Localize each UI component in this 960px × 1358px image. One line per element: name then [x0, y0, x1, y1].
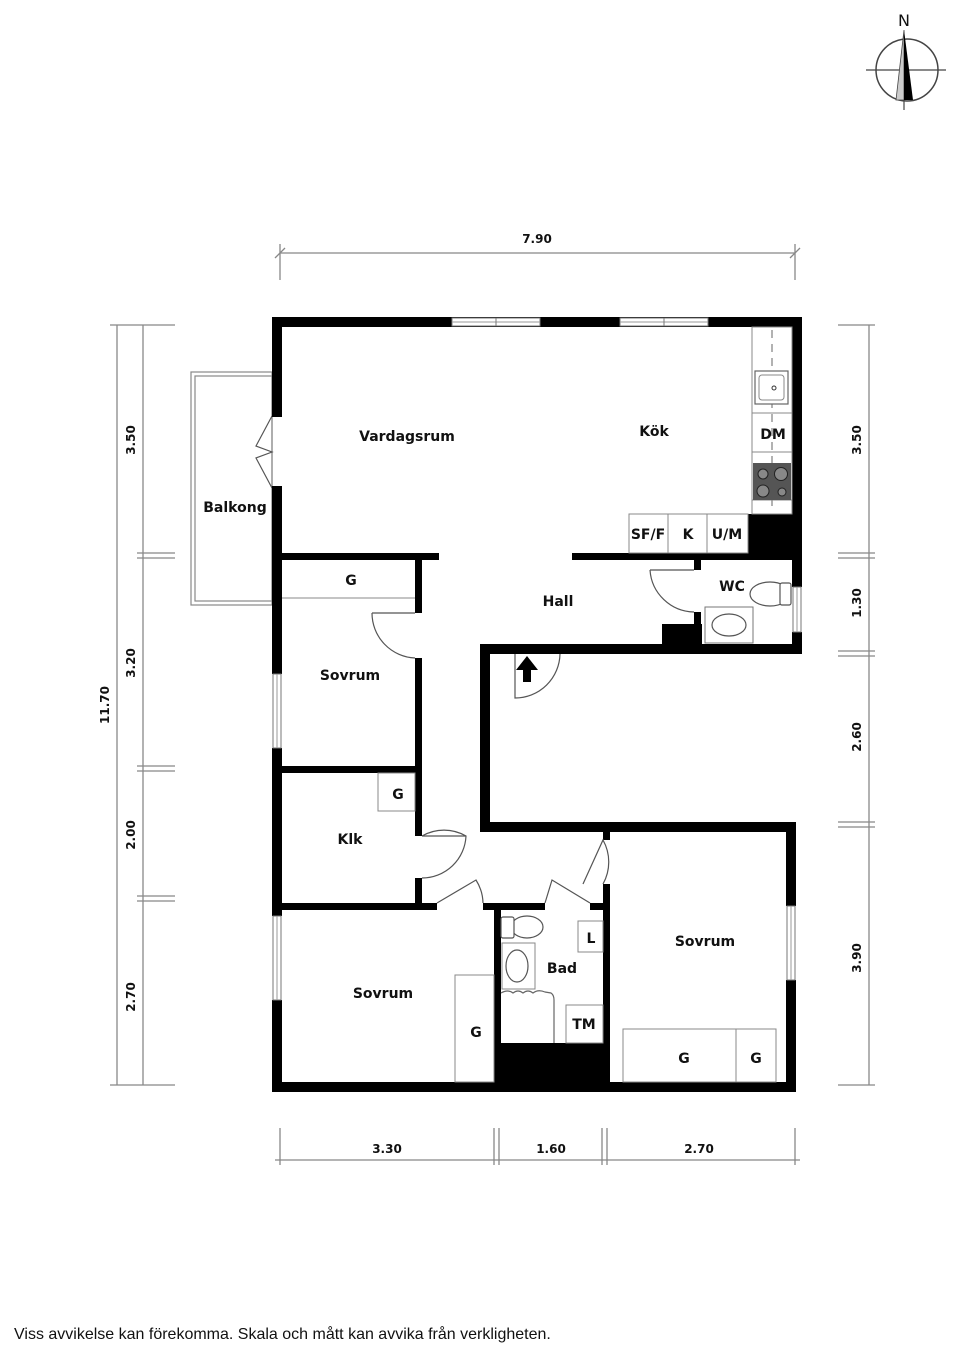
wardrobes: [282, 597, 777, 1083]
washer-label: L: [587, 931, 596, 947]
dimension-label: 3.50: [850, 425, 864, 455]
dimension-bottom: 3.30 1.60 2.70: [275, 1128, 800, 1165]
interior-walls: [282, 514, 792, 1084]
north-compass-icon: N: [866, 11, 946, 110]
room-label-wc: WC: [719, 579, 745, 595]
kitchen-appliances: [628, 513, 749, 554]
room-label-sovrum: Sovrum: [675, 934, 735, 950]
kitchen-sink-icon: [754, 370, 789, 405]
dishwasher-label: DM: [760, 427, 786, 443]
dimension-label: 2.60: [850, 722, 864, 752]
wardrobe-label: G: [470, 1025, 482, 1041]
dimension-label: 1.60: [536, 1142, 566, 1156]
dimension-label: 2.00: [124, 820, 138, 850]
room-label-hall: Hall: [543, 594, 574, 610]
room-label-bad: Bad: [547, 961, 577, 977]
wc-sink-icon: [704, 606, 754, 644]
toilet-icon: [749, 581, 792, 607]
compass-north-label: N: [898, 11, 910, 30]
bathroom-toilet-icon: [500, 915, 544, 939]
dryer-label: TM: [572, 1017, 595, 1033]
disclaimer-text: Viss avvikelse kan förekomma. Skala och …: [14, 1326, 551, 1343]
oven-microwave-label: U/M: [712, 527, 742, 543]
entrance-arrow-icon: [516, 656, 538, 682]
dimension-right: 3.50 1.30 2.60 3.90: [838, 324, 875, 1086]
dimension-left: 3.50 3.20 2.00 2.70 11.70: [98, 324, 175, 1086]
room-label-klk: Klk: [338, 832, 364, 848]
wardrobe-label: G: [750, 1051, 762, 1067]
wardrobe-label: G: [345, 573, 357, 589]
dimension-label: 11.70: [98, 686, 112, 724]
dimension-label: 3.50: [124, 425, 138, 455]
room-label-sovrum: Sovrum: [320, 668, 380, 684]
room-label-kok: Kök: [639, 424, 669, 440]
wardrobe-label: G: [678, 1051, 690, 1067]
dimension-top: 7.90: [274, 232, 801, 280]
room-label-sovrum: Sovrum: [353, 986, 413, 1002]
dimension-label: 3.30: [372, 1142, 402, 1156]
dryer-box: [565, 1004, 604, 1044]
exterior-walls: [272, 317, 802, 1092]
bathroom-sink-icon: [501, 942, 536, 990]
doors: [371, 569, 695, 904]
dimension-label: 7.90: [522, 232, 552, 246]
dimension-label: 3.90: [850, 943, 864, 973]
windows: [272, 317, 802, 1001]
dimension-label: 2.70: [684, 1142, 714, 1156]
fridge-freezer-label: SF/F: [631, 527, 665, 543]
dimension-label: 1.30: [850, 588, 864, 618]
balcony: [190, 371, 274, 606]
dimension-label: 2.70: [124, 982, 138, 1012]
shower-icon: [500, 990, 555, 1043]
room-label-balkong: Balkong: [203, 500, 266, 516]
room-label-vardagsrum: Vardagsrum: [359, 429, 455, 445]
washer-box: [577, 920, 604, 953]
stove-icon: [753, 463, 791, 500]
wardrobe-label: G: [392, 787, 404, 803]
fridge-label: K: [683, 527, 695, 543]
dimension-label: 3.20: [124, 648, 138, 678]
